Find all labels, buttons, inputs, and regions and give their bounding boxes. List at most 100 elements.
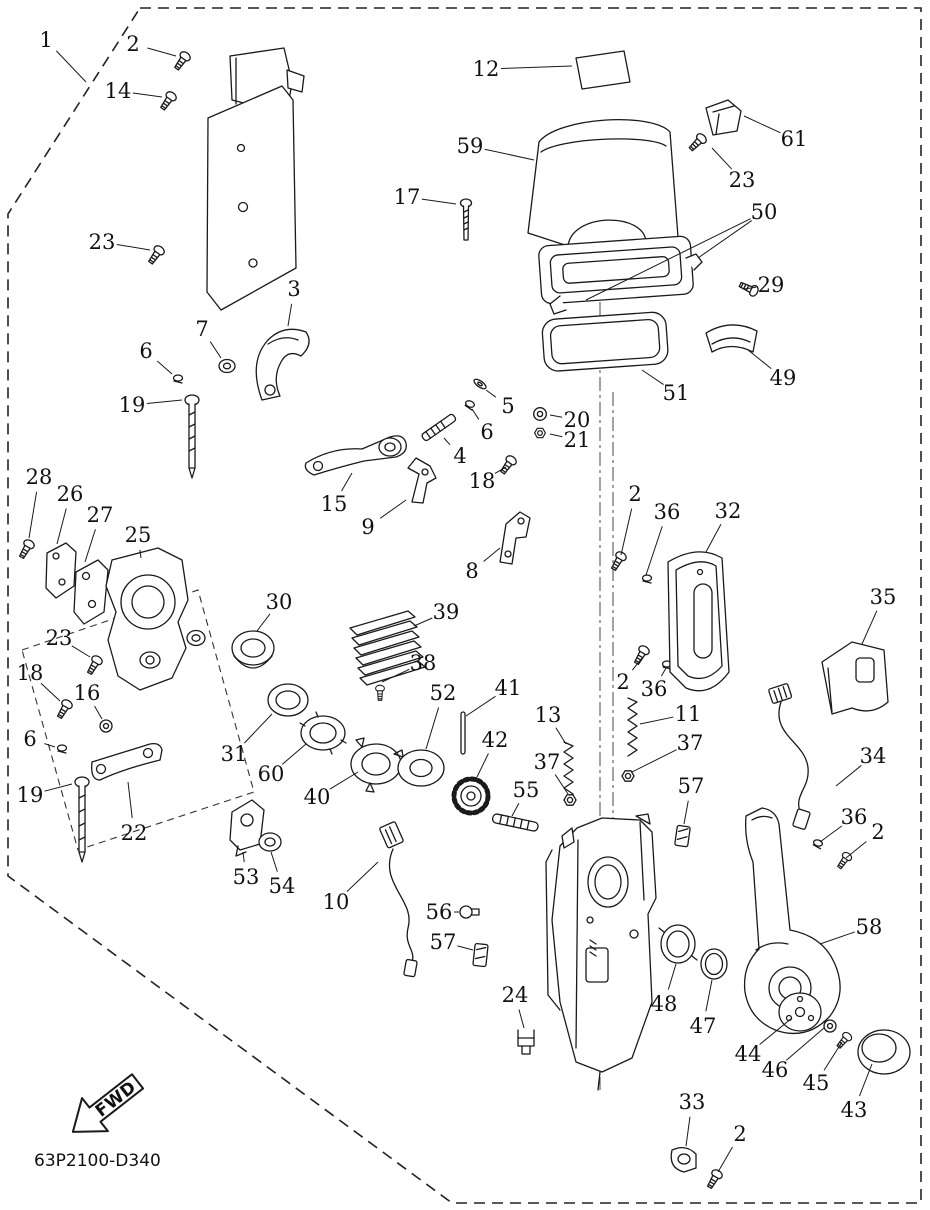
callout-59: 59 [457,134,484,158]
callout-33: 33 [679,1090,706,1114]
leader-line-45 [823,1041,843,1071]
leader-line-42 [475,753,489,780]
part-throttle-lever-15 [304,435,407,476]
part-side-cover-35 [821,641,889,715]
part-cam-40 [350,737,404,793]
callout-7: 7 [195,317,208,341]
callout-4: 4 [453,444,466,468]
callout-38: 38 [410,651,437,675]
callout-14: 14 [105,79,132,103]
part-pad-57b [472,942,489,968]
leader-line-50 [585,218,751,301]
screw-icon [497,453,519,477]
screw-icon [84,653,105,677]
leader-line-5 [485,389,497,398]
leader-line-60 [282,743,307,765]
leader-line-57 [683,800,689,825]
leader-line-46 [786,1027,825,1061]
part-control-lever-58 [743,807,841,1035]
leader-line-2 [717,1146,733,1173]
callout-57: 57 [678,774,705,798]
callout-31: 31 [221,742,248,766]
leader-line-26 [56,508,67,545]
screw-icon [704,1167,725,1191]
leader-line-27 [84,529,96,563]
nut-icon [563,794,577,806]
leader-line-34 [835,765,862,787]
callout-55: 55 [513,778,540,802]
callout-25: 25 [125,523,152,547]
callout-24: 24 [502,983,529,1007]
nut-icon [534,427,546,439]
callout-18: 18 [469,469,496,493]
leader-line-50 [697,220,752,259]
callout-2: 2 [628,482,641,506]
leader-line-58 [819,931,855,945]
leader-line-48 [667,963,677,990]
part-leaf-stack-39 [349,610,426,686]
screw-icon [171,49,193,73]
leader-line-36 [645,526,663,576]
callout-16: 16 [74,681,101,705]
leader-line-16 [94,705,103,720]
part-ring-48 [658,924,698,964]
part-latch-block-61 [705,99,742,136]
spring-icon [563,741,574,801]
fwd-arrow: FWD [71,1073,145,1133]
part-gasket-51 [541,311,669,372]
callout-47: 47 [690,1014,717,1038]
screw-icon [157,89,179,113]
callout-45: 45 [803,1071,830,1095]
leader-line-32 [705,523,722,553]
callout-23: 23 [46,626,73,650]
leader-line-57 [457,945,474,951]
callout-58: 58 [856,915,883,939]
callout-32: 32 [715,499,742,523]
leader-line-31 [243,713,273,744]
leader-line-14 [132,92,163,98]
leader-line-23 [711,147,733,170]
callout-34: 34 [860,744,887,768]
callout-36: 36 [641,677,668,701]
callout-23: 23 [89,230,116,254]
part-side-plate-32 [667,551,730,692]
callout-19: 19 [119,393,146,417]
part-clip-24 [517,1029,535,1055]
part-washer-52 [397,749,445,787]
callout-23: 23 [729,168,756,192]
border-outline [7,7,922,1204]
leader-line-6 [471,408,480,420]
screw-icon [686,131,709,154]
leader-line-55 [511,802,520,817]
leader-line-8 [483,547,501,562]
leader-line-23 [116,243,151,251]
leader-line-3 [287,303,293,327]
callout-13: 13 [535,703,562,727]
leader-line-23 [71,645,91,658]
leader-line-24 [518,1009,525,1029]
part-bolt-19a [184,394,200,479]
callout-36: 36 [654,500,681,524]
part-ring-small [186,629,206,647]
leader-line-43 [859,1063,873,1097]
callout-19: 19 [17,783,44,807]
callout-21: 21 [564,428,591,452]
part-ring-31 [267,683,309,717]
leader-line-2 [631,657,643,671]
leader-line-36 [661,667,667,677]
leader-line-20 [549,414,563,418]
callout-57: 57 [430,930,457,954]
callout-6: 6 [480,420,493,444]
clip-icon [172,374,184,384]
leader-line-2 [147,47,177,57]
part-shaft-4 [421,413,457,442]
leader-line-29 [743,286,757,290]
callout-49: 49 [770,366,797,390]
callout-17: 17 [394,185,421,209]
part-bolt-19b [74,776,90,863]
callout-51: 51 [663,381,690,405]
callout-3: 3 [287,277,300,301]
diagram-code: 63P2100-D340 [34,1151,161,1171]
callout-6: 6 [139,339,152,363]
